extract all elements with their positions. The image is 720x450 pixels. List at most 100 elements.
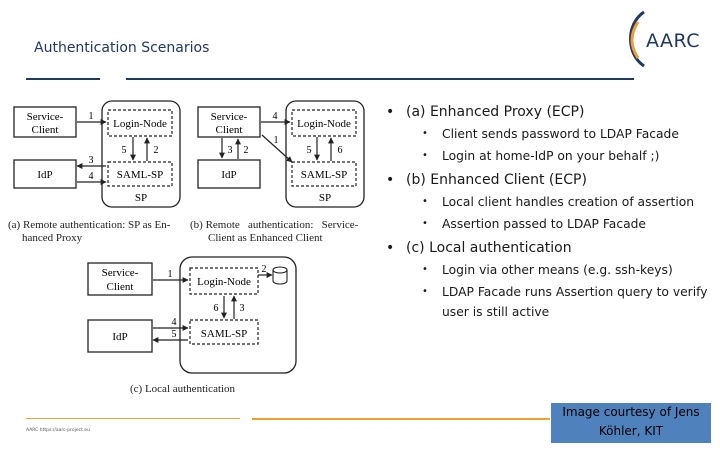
diagram-area: Service- Client Login-Node SAML-SP SP Id…	[13, 100, 365, 374]
idp-box	[197, 159, 261, 189]
caption-b-line: Client as Enhanced Client	[208, 232, 323, 244]
sp-label: SP	[135, 192, 147, 204]
arrow-label-6: 6	[214, 303, 219, 314]
bullet-dot-icon: •	[422, 128, 428, 139]
arrow-label-1: 1	[274, 135, 279, 146]
service-client-label: Client	[107, 281, 134, 293]
service-client-label: Service-	[27, 111, 64, 123]
arrow-label-2: 2	[244, 145, 249, 156]
login-node-box	[107, 109, 173, 137]
saml-sp-box	[291, 161, 357, 187]
saml-sp-box	[189, 319, 259, 345]
diagram-a: Service- Client Login-Node SAML-SP SP Id…	[13, 100, 181, 208]
bullet-dot-icon: •	[422, 264, 428, 275]
footer-rule-left	[26, 418, 240, 419]
sub-bullet: •Login at home-IdP on your behalf ;)	[422, 146, 716, 166]
aarc-logo	[629, 10, 645, 68]
bullet-group: • (a) Enhanced Proxy (ECP) • Client sends …	[386, 104, 716, 166]
saml-sp-label: SAML-SP	[117, 169, 163, 181]
caption-a-line: (a) Remote authentication: SP as En-	[8, 219, 171, 231]
diagram-c: Service- Client Login-Node 2 SAML-SP IdP…	[87, 256, 297, 374]
arrow-label-2: 2	[262, 264, 267, 275]
bullet: • (a) Enhanced Proxy (ECP)	[386, 104, 716, 120]
sub-bullet: • Login via other means (e.g. ssh-keys)	[422, 260, 716, 280]
sp-container	[285, 100, 365, 208]
title-rule-right	[126, 78, 634, 80]
credit-line: Köhler, KIT	[598, 424, 664, 438]
sub-bullet: • LDAP Facade runs Assertion query to ver…	[422, 282, 716, 322]
caption-c: (c) Local authentication	[130, 383, 235, 396]
sub-bullet: • Assertion passed to LDAP Facade	[422, 214, 716, 234]
service-client-label: Client	[32, 124, 59, 136]
sub-bullet-text: Client sends password to LDAP Facade	[442, 127, 679, 141]
arrow-label-1: 1	[89, 111, 94, 122]
idp-box	[13, 159, 77, 189]
caption-b-line: (b) Remote authentication: Service-	[190, 219, 359, 231]
arrow-label-1: 1	[168, 269, 173, 280]
bullet-list: • (a) Enhanced Proxy (ECP) • Client sends …	[386, 104, 716, 328]
logo-text: AARC	[646, 30, 701, 52]
arrow-label-4: 4	[172, 317, 177, 328]
bullet-text: (c) Local authentication	[406, 240, 572, 256]
bullet-dot-icon: •	[422, 286, 428, 297]
bullet-dot-icon: •	[386, 240, 395, 256]
login-node-label: Login-Node	[113, 118, 167, 130]
arrow-label-6: 6	[338, 145, 343, 156]
service-client-label: Client	[216, 124, 243, 136]
sub-bullet-text: Assertion passed to LDAP Facade	[442, 217, 646, 231]
diagram-b: Service- Client Login-Node SAML-SP SP Id…	[197, 100, 365, 208]
footer-rule-right	[252, 418, 550, 420]
bullet-dot-icon: •	[422, 150, 428, 161]
bullet: • (c) Local authentication	[386, 240, 716, 256]
sp-container	[179, 256, 297, 374]
bullet: • (b) Enhanced Client (ECP)	[386, 172, 716, 188]
service-client-box	[13, 106, 77, 138]
slide-title: Authentication Scenarios	[34, 40, 210, 56]
bullet-dot-icon: •	[386, 104, 395, 120]
arrow-label-5: 5	[307, 145, 312, 156]
bullet-dot-icon: •	[386, 172, 395, 188]
service-client-label: Service-	[211, 111, 248, 123]
sp-label: SP	[319, 192, 331, 204]
arrow-label-4: 4	[89, 171, 94, 182]
sub-bullet-text: Local client handles creation of asserti…	[442, 195, 695, 209]
bullet-group: • (c) Local authentication • Login via oth…	[386, 240, 716, 322]
saml-sp-label: SAML-SP	[301, 169, 347, 181]
service-client-label: Service-	[102, 267, 139, 279]
login-node-box	[291, 109, 357, 137]
bullet-dot-icon: •	[422, 218, 428, 229]
login-node-box	[189, 267, 259, 295]
saml-sp-label: SAML-SP	[201, 328, 247, 340]
arrow-label-2: 2	[154, 145, 159, 156]
sub-bullet-text: LDAP Facade runs Assertion query to veri…	[442, 285, 708, 319]
arrow-1	[261, 134, 293, 163]
caption-a: (a) Remote authentication: SP as En- han…	[8, 219, 193, 245]
idp-label: IdP	[112, 331, 127, 343]
idp-box	[87, 319, 153, 353]
footer-text: AARC https://aarc-project.eu	[26, 428, 90, 433]
caption-c-line: (c) Local authentication	[130, 383, 236, 395]
arrow-label-5: 5	[172, 329, 177, 340]
arrow-label-5: 5	[122, 145, 127, 156]
image-credit: Image courtesy of Jens Köhler, KIT	[551, 403, 711, 443]
service-client-box	[87, 262, 153, 296]
caption-a-line: hanced Proxy	[22, 232, 83, 244]
sp-container	[101, 100, 181, 208]
title-rule-left	[26, 78, 100, 80]
sub-bullet: •Local client handles creation of assert…	[422, 192, 716, 212]
saml-sp-box	[107, 161, 173, 187]
service-client-box	[197, 106, 261, 138]
credit-line: Image courtesy of Jens	[562, 405, 700, 419]
arrow-label-3: 3	[240, 303, 245, 314]
database-icon	[272, 266, 288, 285]
idp-label: IdP	[221, 169, 236, 181]
bullet-text: (b) Enhanced Client (ECP)	[406, 172, 587, 188]
bullet-text: (a) Enhanced Proxy (ECP)	[406, 104, 585, 120]
login-node-label: Login-Node	[297, 118, 351, 130]
bullet-group: •(b) Enhanced Client (ECP) •Local client…	[386, 172, 716, 234]
sub-bullet-text: Login via other means (e.g. ssh-keys)	[442, 263, 673, 277]
caption-b: (b) Remote authentication: Service- Clie…	[190, 219, 375, 245]
arrow-label-3: 3	[228, 145, 233, 156]
arrow-label-3: 3	[89, 155, 94, 166]
idp-label: IdP	[37, 169, 52, 181]
